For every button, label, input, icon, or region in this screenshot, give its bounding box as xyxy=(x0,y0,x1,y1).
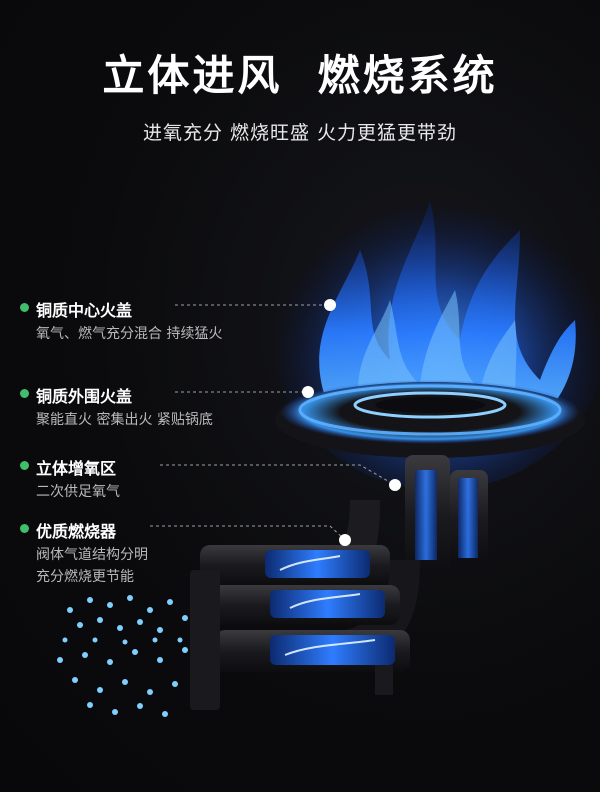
page-subtitle: 进氧充分 燃烧旺盛 火力更猛更带劲 xyxy=(142,122,458,144)
bullet-dot xyxy=(20,389,29,398)
feature-title: 铜质外围火盖 xyxy=(36,387,133,406)
airflow-arrows xyxy=(279,555,376,656)
feature-title: 优质燃烧器 xyxy=(36,522,117,541)
callout-lines xyxy=(150,304,396,541)
horizontal-tubes xyxy=(200,545,410,672)
feature-desc: 二次供足氧气 xyxy=(36,484,120,500)
feature-title: 铜质中心火盖 xyxy=(36,301,133,320)
feature-desc: 氧气、燃气充分混合 持续猛火 xyxy=(36,326,223,342)
vertical-pipes xyxy=(405,455,488,575)
feature-desc: 聚能直火 密集出火 紧贴锅底 xyxy=(36,412,213,428)
bullet-dot xyxy=(20,303,29,312)
bullet-dot xyxy=(20,524,29,533)
air-particles xyxy=(57,595,188,717)
feature-desc: 阀体气道结构分明 xyxy=(36,547,148,563)
page-title: 立体进风 燃烧系统 xyxy=(102,51,498,100)
feature-desc: 充分燃烧更节能 xyxy=(36,569,134,585)
burner-base xyxy=(190,570,220,710)
flame xyxy=(319,200,576,420)
burner-head xyxy=(275,380,585,458)
feature-title: 立体增氧区 xyxy=(36,459,117,478)
bullet-dot xyxy=(20,461,29,470)
callout-markers xyxy=(302,299,401,546)
